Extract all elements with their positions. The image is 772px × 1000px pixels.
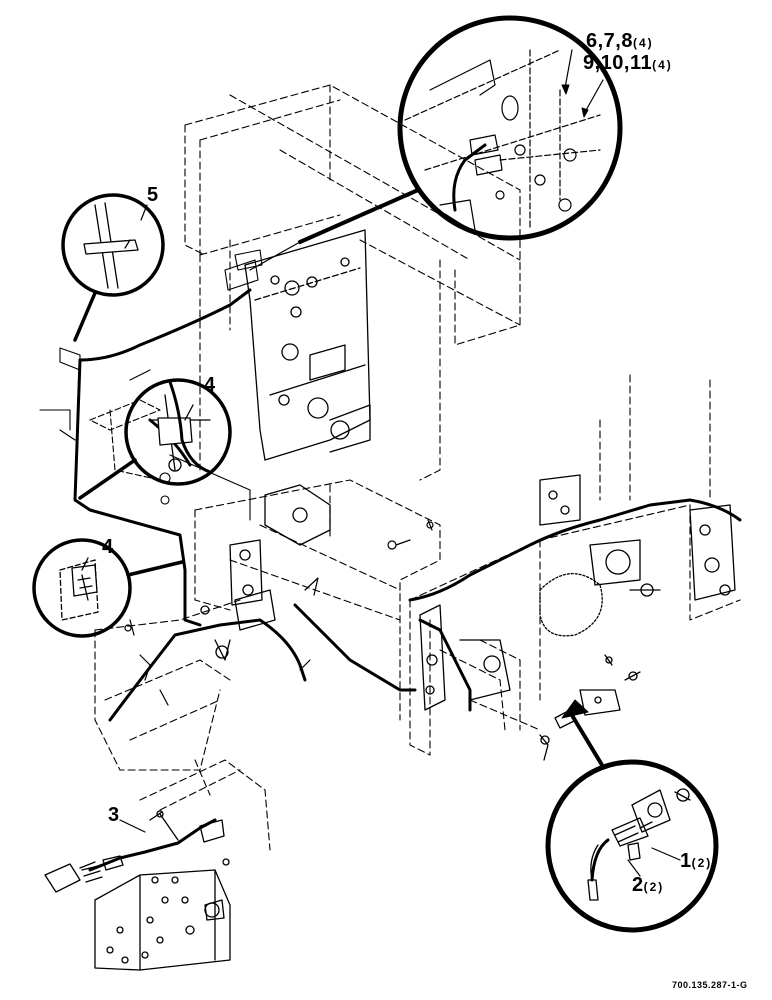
callout-3: 3 bbox=[108, 804, 120, 826]
callout-2: 2(2) bbox=[632, 874, 664, 897]
callout-9-10-11-qty: (4) bbox=[652, 58, 673, 72]
detail-circle-item-5 bbox=[61, 193, 165, 297]
lower-left-frame bbox=[139, 759, 271, 851]
callout-6-7-8: 6,7,8(4) bbox=[586, 30, 654, 53]
callout-4-lower: 4 bbox=[102, 536, 114, 558]
detail-circle-item-4-lower bbox=[32, 538, 132, 638]
callout-1: 1(2) bbox=[680, 850, 712, 873]
mounting-plate bbox=[244, 229, 371, 461]
callout-6-7-8-qty: (4) bbox=[632, 36, 654, 50]
callout-4-upper: 4 bbox=[204, 374, 216, 396]
detail-circle-top bbox=[397, 15, 623, 241]
lower-left-bracket bbox=[94, 869, 231, 971]
callout-9-10-11-label: 9,10,11 bbox=[583, 52, 653, 74]
callout-2-qty: (2) bbox=[643, 880, 665, 894]
callout-6-7-8-label: 6,7,8 bbox=[586, 30, 633, 52]
upper-frame bbox=[184, 84, 521, 481]
detail-circle-item-4-upper bbox=[124, 378, 232, 486]
callout-1-qty: (2) bbox=[691, 856, 713, 870]
callout-9-10-11: 9,10,11(4) bbox=[583, 52, 673, 75]
callout-1-label: 1 bbox=[680, 850, 692, 872]
item-3-harness bbox=[88, 818, 217, 872]
detail-top-content bbox=[404, 49, 601, 231]
right-frame bbox=[409, 374, 741, 756]
detail-circle-items-1-2 bbox=[545, 759, 719, 933]
drawing-number: 700.135.287-1-G bbox=[672, 980, 748, 990]
callout-2-label: 2 bbox=[632, 874, 644, 896]
lower-hose bbox=[108, 498, 742, 722]
callout-5: 5 bbox=[147, 184, 159, 206]
